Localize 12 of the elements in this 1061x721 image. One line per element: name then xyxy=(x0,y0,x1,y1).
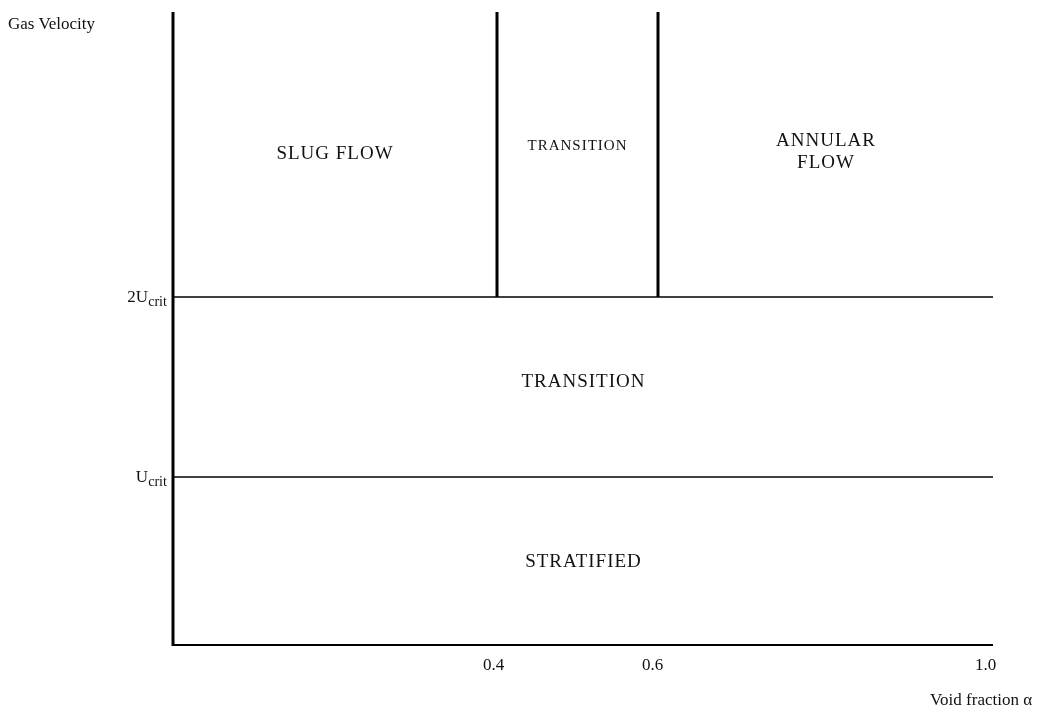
region-label: SLUG FLOW xyxy=(276,142,394,164)
tick-label: 0.4 xyxy=(483,655,505,675)
tick-label: 1.0 xyxy=(975,655,997,675)
tick-label: U$_{crit}$ xyxy=(134,467,167,491)
axis-title: Void fraction α xyxy=(930,690,1033,710)
region-label: TRANSITION xyxy=(527,136,628,154)
tick-label: 0.6 xyxy=(642,655,664,675)
tick-label: 2U$_{crit}$ xyxy=(126,287,167,311)
axis-title: Gas Velocity xyxy=(8,14,96,34)
region-label: ANNULAR FLOW xyxy=(775,129,877,173)
region-label: TRANSITION xyxy=(521,370,646,392)
region-label: STRATIFIED xyxy=(525,550,642,572)
